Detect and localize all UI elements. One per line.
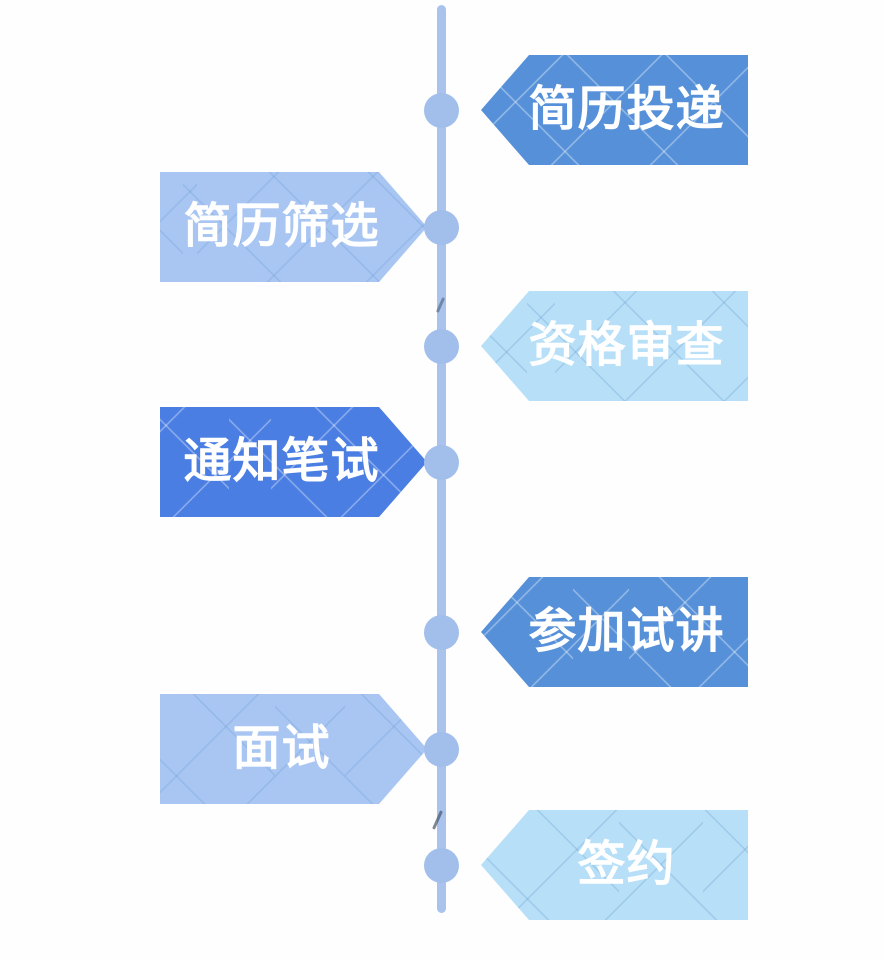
timeline-node: [424, 328, 459, 364]
step-label: 参加试讲: [528, 605, 725, 658]
step-banner-7: 签约: [481, 810, 748, 920]
step-banner-4: 通知笔试: [160, 407, 427, 517]
step-label: 资格审查: [528, 319, 725, 372]
step-banner-2: 简历筛选: [160, 172, 427, 282]
step-banner-5: 参加试讲: [481, 577, 748, 687]
step-label: 通知笔试: [183, 435, 380, 488]
step-banner-3: 资格审查: [481, 291, 748, 401]
timeline-node: [424, 209, 459, 245]
step-label: 简历筛选: [183, 200, 380, 253]
step-label: 面试: [232, 722, 331, 775]
step-banner-1: 简历投递: [481, 55, 748, 165]
timeline-node: [424, 614, 459, 650]
timeline-node: [424, 731, 459, 767]
timeline-node: [424, 92, 459, 128]
step-label: 简历投递: [528, 83, 725, 136]
step-banner-6: 面试: [160, 694, 427, 804]
timeline-node: [424, 847, 459, 883]
step-label: 签约: [577, 838, 676, 891]
timeline-node: [424, 444, 459, 480]
